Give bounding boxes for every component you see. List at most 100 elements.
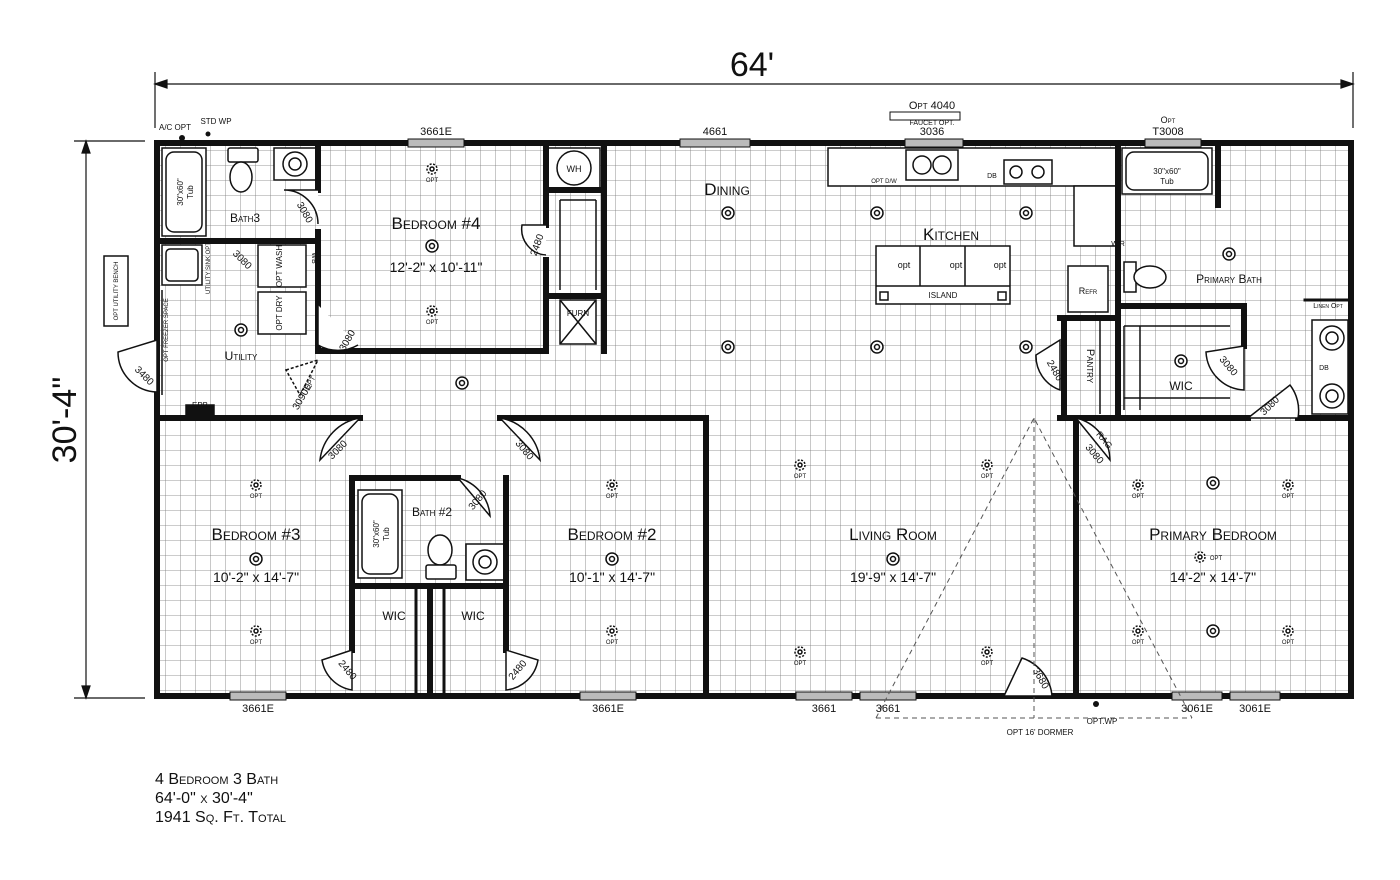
optional-ceiling-fan-center xyxy=(1197,554,1203,560)
optional-ceiling-fan-center xyxy=(253,628,259,634)
wb-label: WB xyxy=(310,252,317,264)
island-label: ISLAND xyxy=(929,291,958,300)
tub-label-primary: 30"x60"Tub xyxy=(1153,167,1181,186)
optional-ceiling-fan-center xyxy=(1285,628,1291,634)
primary-bedroom-name: Primary Bedroom xyxy=(1149,525,1277,544)
light-opt-labels: OPTOPTOPTOPTOPTOPTOPTOPTOPTOPTOPTOPTOPTO… xyxy=(250,178,1295,667)
thin-partitions xyxy=(161,199,1230,414)
opt-wash-label: OPT WASH xyxy=(275,245,284,287)
wic-bedroom2: WIC xyxy=(461,609,485,623)
summary-dimensions: 64'-0" x 30'-4" xyxy=(155,790,253,807)
opt-wp-label: OPT.WP xyxy=(1087,717,1118,726)
tub-label-bath3: 30"x60"Tub xyxy=(176,178,195,206)
opt-dw-label: OPT D/W xyxy=(871,179,897,185)
std-wp-marker xyxy=(205,131,211,137)
optional-fixture-label: OPT xyxy=(981,474,994,480)
summary-bed-bath: 4 Bedroom 3 Bath xyxy=(155,771,279,788)
bedroom2-name: Bedroom #2 xyxy=(568,525,657,544)
window-top-3036: 3036 xyxy=(920,126,944,138)
wh-label: WH xyxy=(567,164,582,174)
window-bottom-4: 3661 xyxy=(876,703,900,715)
utility-name: Utility xyxy=(225,349,258,363)
window-top-3661e: 3661E xyxy=(420,126,452,138)
exterior-labels: A/C OPT STD WP OPT.WP OPT 16' DORMER xyxy=(159,117,1117,737)
ceiling-light-center xyxy=(252,555,260,563)
optional-fixture-label: OPT xyxy=(1210,556,1223,562)
ceiling-lights xyxy=(234,163,1294,658)
optional-ceiling-fan-center xyxy=(1135,628,1141,634)
bedroom3-name: Bedroom #3 xyxy=(212,525,301,544)
wic-primary: WIC xyxy=(1169,379,1193,393)
primary-bedroom-size: 14'-2" x 14'-7" xyxy=(1170,569,1256,585)
wr-label: W/R xyxy=(1111,241,1125,248)
ceiling-light-center xyxy=(458,379,466,387)
width-label: 64' xyxy=(730,46,774,84)
plan-summary: 4 Bedroom 3 Bath 64'-0" x 30'-4" 1941 Sq… xyxy=(155,770,286,827)
door-swings xyxy=(117,189,1300,697)
optional-fixture-label: OPT xyxy=(794,661,807,667)
fixtures xyxy=(103,147,1349,581)
optional-fixture-label: OPT xyxy=(426,320,439,326)
window-bottom-5: 3061E xyxy=(1181,703,1213,715)
room-labels: Bedroom #4 12'-2" x 10'-11" Bedroom #3 1… xyxy=(212,180,1277,623)
pantry-name: Pantry xyxy=(1084,349,1096,384)
epb-label: EPB xyxy=(192,401,208,410)
height-label: 30'-4" xyxy=(46,377,84,464)
bath2-name: Bath #2 xyxy=(412,505,452,519)
db-label-bath: DB xyxy=(1319,365,1329,372)
opt-wp-marker xyxy=(1093,701,1099,707)
window-opt-t3008-a: Opt xyxy=(1161,115,1176,125)
bedroom3-size: 10'-2" x 14'-7" xyxy=(213,569,299,585)
refr-label: Refr xyxy=(1079,286,1098,296)
freezer-space-label: OPT FREEZER SPACE xyxy=(164,298,170,361)
tub-label-bath2: 30"x60"Tub xyxy=(372,520,391,548)
optional-ceiling-fan-center xyxy=(1285,482,1291,488)
window-bottom-3: 3661 xyxy=(812,703,836,715)
summary-square-feet: 1941 Sq. Ft. Total xyxy=(155,809,286,826)
dormer-outline xyxy=(875,416,1193,719)
bedroom4-size: 12'-2" x 10'-11" xyxy=(390,259,483,275)
window-labels: 3661E 4661 3036 Opt 4040 FAUCET OPT. Opt… xyxy=(242,100,1271,715)
optional-fixture-label: OPT xyxy=(1282,494,1295,500)
windows xyxy=(229,111,1281,701)
kitchen-name: Kitchen xyxy=(923,225,979,244)
ceiling-light-center xyxy=(1225,250,1233,258)
living-name: Living Room xyxy=(849,525,937,544)
window-bottom-2: 3661E xyxy=(592,703,624,715)
optional-fixture-label: OPT xyxy=(426,178,439,184)
fixture-labels: 30"x60"Tub 30"x60"Tub 30"x60"Tub WH FURN… xyxy=(114,164,1343,548)
optional-fixture-label: OPT xyxy=(606,640,619,646)
optional-ceiling-fan-center xyxy=(797,462,803,468)
bedroom2-size: 10'-1" x 14'-7" xyxy=(569,569,655,585)
linen-label: Linen Opt xyxy=(1313,303,1343,310)
optional-fixture-label: OPT xyxy=(1132,640,1145,646)
optional-fixture-label: OPT xyxy=(250,640,263,646)
bath3-name: Bath3 xyxy=(230,211,260,225)
db-label-kitchen: DB xyxy=(987,173,997,180)
primary-bath-name: Primary Bath xyxy=(1196,272,1262,286)
dormer-label: OPT 16' DORMER xyxy=(1007,728,1074,737)
furn-label: FURN xyxy=(567,309,589,318)
island-opt-1: opt xyxy=(898,260,911,270)
optional-ceiling-fan-center xyxy=(609,482,615,488)
ceiling-light-center xyxy=(889,555,897,563)
std-wp-label: STD WP xyxy=(200,117,231,126)
wic-bedroom3: WIC xyxy=(382,609,406,623)
width-dimension xyxy=(153,72,1355,128)
ceiling-light-center xyxy=(724,343,732,351)
ceiling-light-center xyxy=(1209,627,1217,635)
utility-sink-label: UTILITY SINK OPT xyxy=(206,242,212,294)
optional-ceiling-fan-center xyxy=(429,166,435,172)
ceiling-light-center xyxy=(428,242,436,250)
ceiling-light-center xyxy=(724,209,732,217)
ceiling-light-center xyxy=(237,326,245,334)
window-faucet-opt: FAUCET OPT. xyxy=(910,120,955,127)
ceiling-light-center xyxy=(873,343,881,351)
ceiling-light-center xyxy=(1177,357,1185,365)
optional-fixture-label: OPT xyxy=(1132,494,1145,500)
living-size: 19'-9" x 14'-7" xyxy=(850,569,936,585)
optional-ceiling-fan-center xyxy=(984,462,990,468)
optional-ceiling-fan-center xyxy=(609,628,615,634)
optional-ceiling-fan-center xyxy=(1135,482,1141,488)
